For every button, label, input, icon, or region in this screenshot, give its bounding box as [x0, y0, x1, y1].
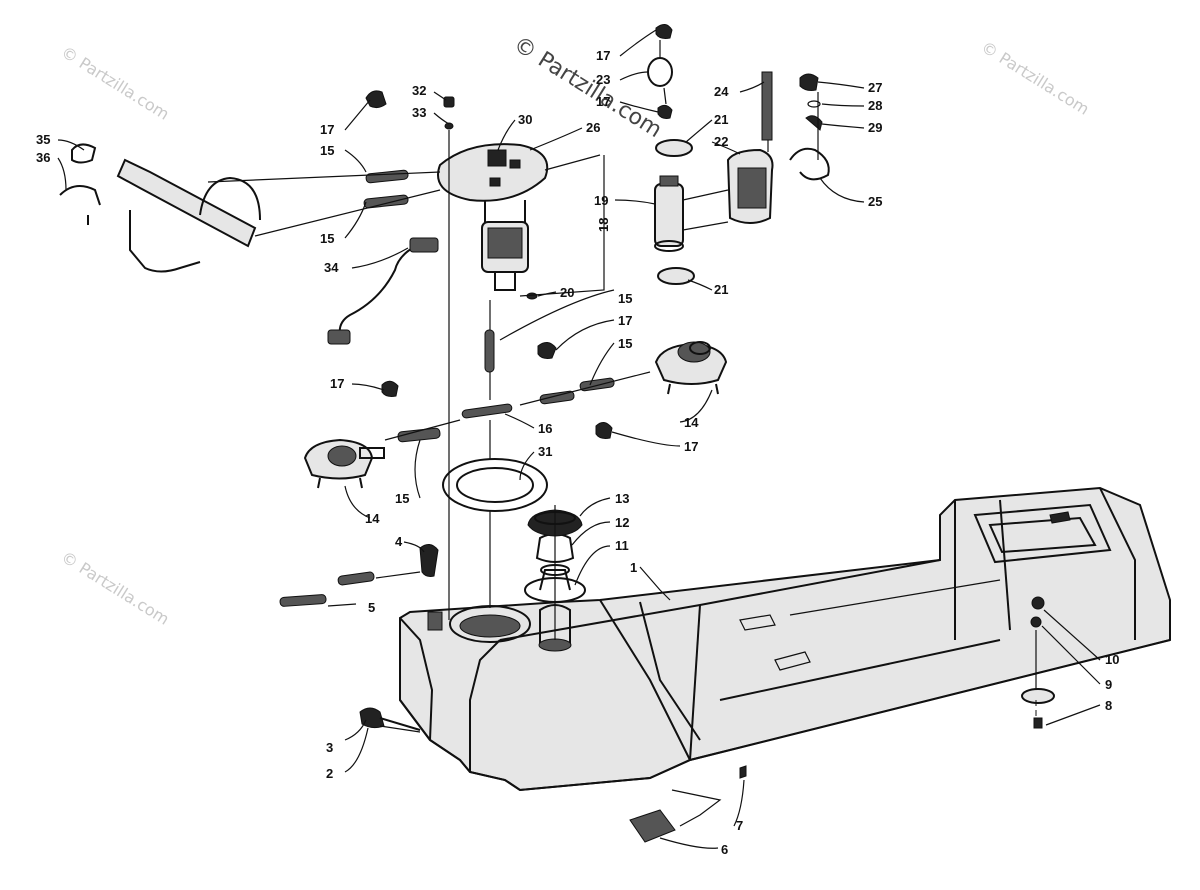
callout-36: 36 — [36, 150, 50, 165]
callout-15-e: 15 — [395, 491, 409, 506]
callout-3: 3 — [326, 740, 333, 755]
callout-9: 9 — [1105, 677, 1112, 692]
long-bolt — [761, 71, 773, 141]
callout-25: 25 — [868, 194, 882, 209]
pump-mounting-plate — [437, 143, 549, 291]
callout-1: 1 — [630, 560, 637, 575]
callout-17-c: 17 — [596, 94, 610, 109]
callout-28: 28 — [868, 98, 882, 113]
watermark-top-left: © Partzilla.com — [58, 42, 173, 124]
callout-21-b: 21 — [714, 282, 728, 297]
callout-23: 23 — [596, 72, 610, 87]
callout-19: 19 — [594, 193, 608, 208]
screw-and-washer — [443, 96, 455, 130]
callout-6: 6 — [721, 842, 728, 857]
leader-lines — [57, 29, 1101, 849]
assembly-guide-lines — [207, 40, 1037, 827]
retaining-rings — [655, 139, 695, 285]
pump-well-inner — [459, 614, 521, 638]
callout-2: 2 — [326, 766, 333, 781]
callout-17-e: 17 — [330, 376, 344, 391]
fuel-pump — [654, 175, 684, 252]
callout-30: 30 — [518, 112, 532, 127]
part-callouts: 1 2 3 4 5 6 7 8 9 10 11 12 13 14 14 15 1… — [36, 48, 1119, 857]
watermark-top-right: © Partzilla.com — [978, 37, 1093, 119]
callout-20: 20 — [560, 285, 574, 300]
callout-33: 33 — [412, 105, 426, 120]
callout-17-d: 17 — [618, 313, 632, 328]
callout-17-f: 17 — [684, 439, 698, 454]
callout-29: 29 — [868, 120, 882, 135]
callout-26: 26 — [586, 120, 600, 135]
callout-7: 7 — [736, 818, 743, 833]
callout-5: 5 — [368, 600, 375, 615]
callout-17-b: 17 — [596, 48, 610, 63]
fuel-tank — [399, 486, 1171, 792]
callout-17-a: 17 — [320, 122, 334, 137]
callout-27: 27 — [868, 80, 882, 95]
callout-24: 24 — [714, 84, 729, 99]
fuel-rail — [59, 143, 261, 273]
pump-housing — [726, 148, 774, 224]
callout-22: 22 — [714, 134, 728, 149]
callout-31: 31 — [538, 444, 552, 459]
callout-4: 4 — [395, 534, 403, 549]
watermarks: © Partzilla.com © Partzilla.com © Partzi… — [58, 32, 1093, 629]
callout-15-b: 15 — [320, 231, 334, 246]
callout-14-right: 14 — [684, 415, 699, 430]
callout-34: 34 — [324, 260, 339, 275]
pump-gasket — [442, 458, 548, 512]
vent-valve-right — [654, 341, 728, 395]
callout-10: 10 — [1105, 652, 1119, 667]
callout-8: 8 — [1105, 698, 1112, 713]
outlet-fittings — [789, 73, 830, 181]
vent-valve-left — [303, 438, 385, 489]
callout-16: 16 — [538, 421, 552, 436]
callout-11: 11 — [615, 538, 629, 553]
wiring-harness — [327, 237, 439, 345]
callout-15-c: 15 — [618, 291, 632, 306]
small-hardware — [359, 292, 1055, 843]
callout-14-left: 14 — [365, 511, 380, 526]
watermark-mid-left: © Partzilla.com — [58, 547, 173, 629]
callout-15-d: 15 — [618, 336, 632, 351]
pump-top-gasket — [647, 57, 673, 87]
callout-13: 13 — [615, 491, 629, 506]
hose-clamps — [365, 24, 673, 439]
callout-12: 12 — [615, 515, 629, 530]
callout-32: 32 — [412, 83, 426, 98]
hoses — [279, 169, 615, 607]
callout-18: 18 — [596, 218, 611, 232]
callout-35: 35 — [36, 132, 50, 147]
callout-21-a: 21 — [714, 112, 728, 127]
callout-15-a: 15 — [320, 143, 334, 158]
